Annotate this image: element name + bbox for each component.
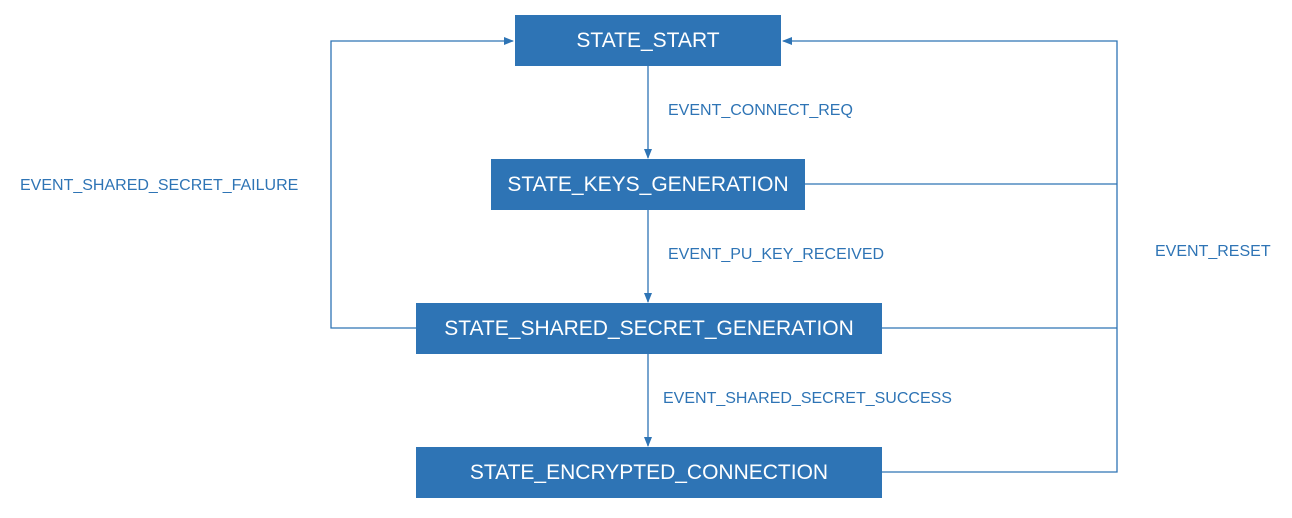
state-encrypted-connection-node: STATE_ENCRYPTED_CONNECTION — [416, 447, 882, 498]
edge-shared-secret-failure — [330, 37, 514, 329]
state-start-label: STATE_START — [576, 28, 720, 52]
event-pu-key-received-label: EVENT_PU_KEY_RECEIVED — [668, 246, 885, 263]
event-reset-label: EVENT_RESET — [1155, 243, 1271, 260]
state-start-node: STATE_START — [515, 15, 781, 66]
event-connect-req-label: EVENT_CONNECT_REQ — [668, 102, 853, 119]
edge-reset-bus — [782, 37, 1118, 473]
event-shared-secret-failure-label: EVENT_SHARED_SECRET_FAILURE — [20, 177, 299, 194]
state-encrypted-connection-label: STATE_ENCRYPTED_CONNECTION — [469, 460, 829, 484]
state-keys-generation-node: STATE_KEYS_GENERATION — [491, 159, 805, 210]
state-shared-secret-generation-node: STATE_SHARED_SECRET_GENERATION — [416, 303, 882, 354]
event-shared-secret-success-label: EVENT_SHARED_SECRET_SUCCESS — [663, 390, 952, 407]
state-keys-generation-label: STATE_KEYS_GENERATION — [507, 172, 789, 196]
state-shared-secret-generation-label: STATE_SHARED_SECRET_GENERATION — [444, 316, 854, 340]
